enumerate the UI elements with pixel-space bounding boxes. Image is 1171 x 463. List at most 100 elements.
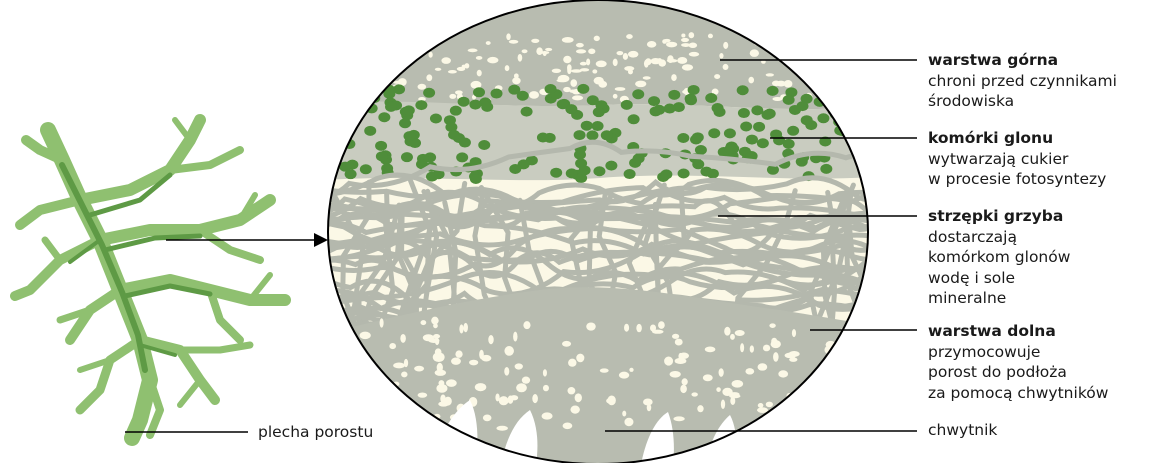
lower-pore: [513, 332, 517, 342]
lower-pore: [804, 411, 814, 416]
label-rhizine: chwytnik: [928, 421, 997, 439]
cortex-pore: [856, 32, 861, 38]
lower-pore: [368, 380, 376, 385]
fungal-hyphae-title: strzępki grzyba: [928, 206, 1070, 227]
lower-pore: [495, 394, 499, 402]
algae-cell: [581, 121, 593, 131]
lower-pore: [576, 354, 584, 363]
cortex-pore: [748, 77, 754, 84]
lower-pore: [542, 412, 553, 419]
cortex-pore: [505, 65, 510, 71]
algae-cell: [459, 138, 471, 148]
algae-cell: [740, 122, 752, 132]
cortex-pore: [529, 91, 539, 99]
cortex-pore: [509, 40, 518, 44]
lower-pore: [682, 378, 688, 385]
cortex-pore: [708, 34, 713, 39]
cortex-pore: [850, 91, 856, 95]
algae-cell: [685, 94, 697, 104]
cortex-pore: [426, 74, 432, 81]
lower-pore: [401, 372, 407, 378]
algae-cell: [724, 128, 736, 138]
cortex-pore: [677, 57, 687, 64]
cortex-pore: [372, 42, 377, 47]
cortex-pore: [808, 75, 815, 82]
lower-pore: [691, 392, 697, 396]
cortex-pore: [462, 65, 467, 69]
lower-pore: [479, 350, 484, 359]
algae-cell: [343, 103, 355, 113]
cortex-pore: [391, 51, 398, 59]
cortex-pore: [419, 36, 424, 39]
lower-pore: [418, 393, 428, 398]
lower-pore: [697, 405, 703, 412]
lower-pore: [735, 330, 745, 336]
algae-cell: [592, 121, 604, 131]
cortex-pore: [563, 56, 571, 64]
lower-layer-desc: przymocowuje porost do podłoża za pomocą…: [928, 342, 1108, 404]
algae-cell: [399, 118, 411, 128]
lower-pore: [809, 407, 814, 416]
lower-pore: [757, 407, 768, 413]
lower-pore: [451, 358, 461, 365]
lower-pore: [721, 399, 725, 409]
algae-cell: [481, 102, 493, 112]
algae-cell: [767, 86, 779, 96]
lower-pore: [745, 368, 754, 374]
lower-pore: [381, 389, 389, 399]
algae-cell: [738, 108, 750, 118]
algae-cell: [737, 85, 749, 95]
cortex-pore: [850, 39, 861, 42]
algae-cell: [378, 112, 390, 122]
algae-cell: [375, 141, 387, 151]
lower-pore: [670, 371, 681, 378]
lower-pore: [705, 346, 716, 352]
algae-cell: [339, 114, 351, 124]
lower-pore: [843, 416, 852, 425]
algae-cell: [342, 115, 354, 125]
upper-layer-title: warstwa górna: [928, 50, 1117, 71]
cortex-pore: [810, 70, 815, 74]
cortex-pore: [351, 59, 360, 65]
lower-pore: [624, 418, 633, 426]
algae-cell: [385, 102, 397, 112]
algae-cell: [574, 130, 586, 140]
cortex-pore: [557, 79, 567, 82]
algae-cell: [690, 135, 702, 145]
algae-cell: [700, 167, 712, 177]
lower-pore: [716, 387, 721, 392]
algae-cell: [448, 130, 460, 140]
lower-pore: [400, 334, 406, 343]
algae-cell: [458, 97, 470, 107]
lower-pore: [675, 339, 683, 346]
lower-pore: [650, 324, 656, 331]
algae-cell: [787, 126, 799, 136]
lower-pore: [543, 385, 549, 391]
algae-cells-title: komórki glonu: [928, 128, 1106, 149]
algae-cell: [469, 100, 481, 110]
algae-cell: [401, 152, 413, 162]
cortex-pore: [448, 70, 457, 74]
algae-cell: [826, 84, 838, 94]
lower-pore: [436, 384, 447, 393]
cortex-pore: [681, 38, 689, 42]
algae-cell: [817, 113, 829, 123]
lower-pore: [510, 395, 518, 400]
cortex-pore: [822, 72, 832, 79]
lower-pore: [758, 403, 764, 408]
lower-pore: [433, 334, 440, 338]
cortex-pore: [613, 94, 618, 99]
label-algae-cells: komórki glonu wytwarzają cukier w proces…: [928, 128, 1106, 190]
lower-pore: [504, 367, 509, 376]
cortex-pore: [723, 64, 729, 70]
algae-cell: [403, 131, 415, 141]
lower-pore: [763, 345, 770, 352]
cortex-pore: [689, 52, 699, 57]
cortex-pore: [384, 65, 391, 69]
algae-cell: [660, 169, 672, 179]
lower-pore: [433, 323, 438, 328]
cortex-pore: [714, 74, 720, 79]
lower-pore: [567, 387, 575, 394]
cortex-pore: [682, 90, 688, 94]
cortex-pore: [357, 49, 365, 55]
